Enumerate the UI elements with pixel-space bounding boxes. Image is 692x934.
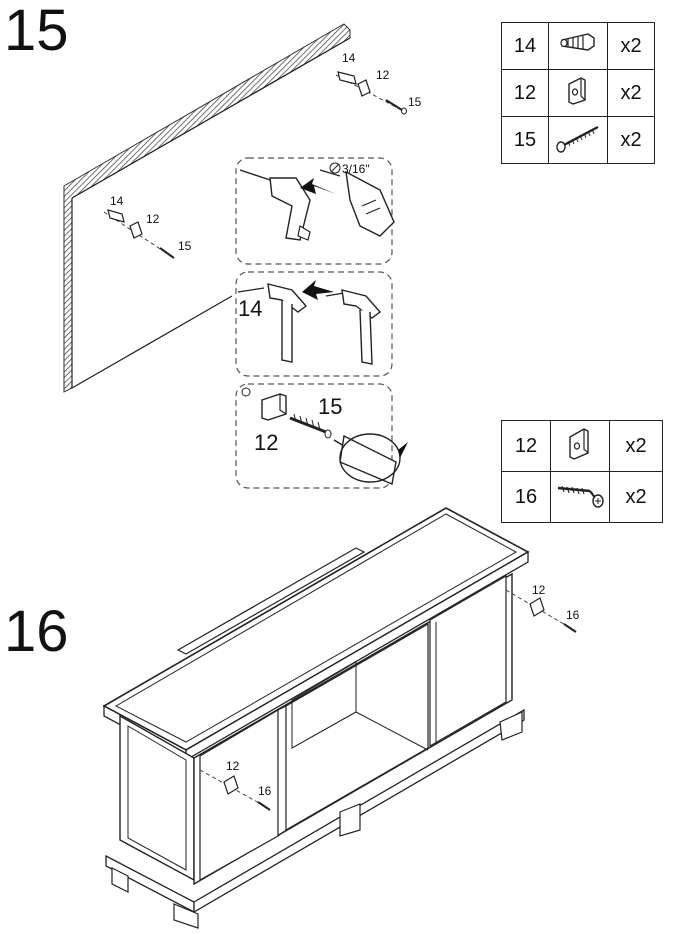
screw-label: 16	[258, 784, 272, 798]
screw-label: 15	[408, 95, 422, 109]
drill-size-label: 3/16"	[342, 162, 370, 176]
parts-row-screw: 16 x2	[501, 471, 663, 523]
part-number: 15	[501, 116, 549, 164]
part-quantity: x2	[609, 420, 663, 472]
part-quantity: x2	[607, 69, 655, 117]
part-number: 16	[501, 471, 551, 523]
parts-row-bracket: 12 x2	[501, 420, 663, 472]
step-16-parts-table: 12 x2 16 x2	[501, 420, 663, 523]
part-quantity: x2	[609, 471, 663, 523]
anchor-label: 14	[110, 194, 124, 208]
step-15-number: 15	[4, 0, 69, 63]
bracket-label: 12	[226, 759, 240, 773]
bracket-label: 12	[376, 68, 390, 82]
bracket-detail-label: 12	[254, 430, 278, 455]
wall-hardware-upper: 14 12 15	[335, 51, 422, 115]
cabinet-hardware-left: 12 16	[199, 759, 272, 811]
part-quantity: x2	[607, 116, 655, 164]
tv-stand-cabinet	[102, 507, 530, 929]
parts-row-anchor: 14 x2	[501, 22, 655, 70]
cabinet-hardware-right: 12 16	[505, 583, 580, 633]
part-number: 12	[501, 69, 549, 117]
hammer-anchor-label: 14	[238, 296, 262, 321]
step-16-number: 16	[4, 599, 69, 664]
part-number: 14	[501, 22, 549, 70]
wall-panel	[63, 23, 351, 393]
screw-label: 15	[178, 239, 192, 253]
screw-icon	[548, 116, 608, 164]
anchor-label: 14	[342, 51, 356, 65]
anchor-icon	[548, 22, 608, 70]
part-number: 12	[501, 420, 551, 472]
screw-detail-label: 15	[318, 394, 342, 419]
hammer-detail-panel: 14	[235, 271, 393, 377]
part-quantity: x2	[607, 22, 655, 70]
bracket-label: 12	[146, 212, 160, 226]
bracket-label: 12	[532, 583, 546, 597]
screw-detail-panel: 15 12	[235, 383, 408, 489]
drill-detail-panel: 3/16"	[235, 157, 395, 265]
step-15-parts-table: 14 x2 12 x2 15	[501, 22, 655, 164]
screw-icon	[550, 471, 610, 523]
wall-hardware-left: 14 12 15	[103, 194, 192, 259]
parts-row-screw: 15 x2	[501, 116, 655, 164]
screw-label: 16	[566, 608, 580, 622]
